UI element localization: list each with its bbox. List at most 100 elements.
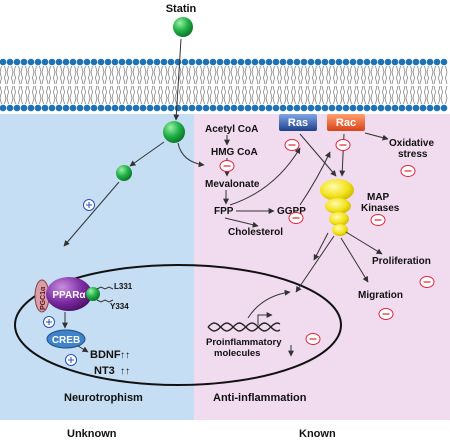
map-kinase-blob-2 <box>325 198 351 214</box>
lipid-head <box>349 58 357 66</box>
statin-ball-outside <box>173 17 193 37</box>
bdnf-label: BDNF <box>90 349 121 361</box>
lipid-head <box>363 104 371 112</box>
lipid-head <box>433 58 441 66</box>
lipid-head <box>377 58 385 66</box>
inhibition-signs <box>219 139 435 345</box>
ppar-alpha-label: PPARα <box>52 290 86 301</box>
statin-ball-inside <box>163 121 185 143</box>
ppar-alpha-shape <box>46 277 92 311</box>
lipid-head <box>104 104 112 112</box>
proinflammatory-label-2: molecules <box>214 348 260 359</box>
neurotrophism-label: Neurotrophism <box>64 392 143 404</box>
lipid-head <box>230 104 238 112</box>
known-panel <box>194 114 450 420</box>
hmg-coa-label: HMG CoA <box>211 147 258 158</box>
lipid-head <box>223 58 231 66</box>
fpp-label: FPP <box>214 206 234 217</box>
lipid-head <box>328 104 336 112</box>
lipid-head <box>251 104 259 112</box>
lipid-head <box>314 58 322 66</box>
lipid-head <box>370 58 378 66</box>
lipid-head <box>34 58 42 66</box>
lipid-head <box>363 58 371 66</box>
lipid-head <box>188 58 196 66</box>
lipid-head <box>342 58 350 66</box>
lipid-head <box>321 104 329 112</box>
lipid-head <box>76 58 84 66</box>
lipid-head <box>216 58 224 66</box>
lipid-head <box>132 104 140 112</box>
lipid-head <box>167 104 175 112</box>
lipid-head <box>335 104 343 112</box>
lipid-head <box>398 104 406 112</box>
lipid-head <box>6 58 14 66</box>
lipid-head <box>55 58 63 66</box>
lipid-head <box>139 58 147 66</box>
lipid-head <box>300 104 308 112</box>
mevalonate-label: Mevalonate <box>205 179 260 190</box>
statin-ball-small <box>116 165 132 181</box>
lipid-head <box>20 104 28 112</box>
lipid-head <box>62 58 70 66</box>
lipid-head <box>83 104 91 112</box>
proinflammatory-label-1: Proinflammatory <box>206 337 282 348</box>
bdnf-up-arrows: ↑↑ <box>120 350 130 361</box>
lipid-head <box>251 58 259 66</box>
lipid-head <box>314 104 322 112</box>
lipid-head <box>279 104 287 112</box>
l331-label: L331 <box>114 282 133 291</box>
lipid-head <box>433 104 441 112</box>
nt3-label: NT3 <box>94 365 115 377</box>
lipid-head <box>384 58 392 66</box>
ras-label: Ras <box>288 117 308 129</box>
map-kinase-blob-4 <box>332 224 348 236</box>
lipid-head <box>104 58 112 66</box>
lipid-head <box>293 104 301 112</box>
lipid-head <box>272 104 280 112</box>
migration-label: Migration <box>358 290 403 301</box>
ras-box <box>279 114 317 131</box>
acetyl-coa-label: Acetyl CoA <box>205 124 258 135</box>
proliferation-label: Proliferation <box>372 256 431 267</box>
lipid-head <box>13 58 21 66</box>
lipid-head <box>125 104 133 112</box>
kinases-label: Kinases <box>361 203 400 214</box>
lipid-head <box>216 104 224 112</box>
lipid-head <box>258 104 266 112</box>
lipid-head <box>139 104 147 112</box>
lipid-head <box>335 58 343 66</box>
lipid-head <box>6 104 14 112</box>
lipid-head <box>160 58 168 66</box>
lipid-head <box>153 104 161 112</box>
lipid-head <box>97 58 105 66</box>
lipid-head <box>405 58 413 66</box>
lipid-head <box>328 58 336 66</box>
lipid-head <box>426 104 434 112</box>
lipid-head <box>160 104 168 112</box>
lipid-head <box>90 58 98 66</box>
lipid-head <box>118 58 126 66</box>
lipid-head <box>41 104 49 112</box>
rac-box <box>327 114 365 131</box>
lipid-head <box>209 104 217 112</box>
lipid-head <box>34 104 42 112</box>
lipid-head <box>146 58 154 66</box>
lipid-head <box>237 58 245 66</box>
known-label: Known <box>299 428 336 440</box>
lipid-head <box>440 104 448 112</box>
y334-label: Y334 <box>110 302 129 311</box>
lipid-head <box>188 104 196 112</box>
lipid-head <box>125 58 133 66</box>
lipid-head <box>27 58 35 66</box>
lipid-head <box>69 104 77 112</box>
lipid-head <box>286 58 294 66</box>
lipid-head <box>132 58 140 66</box>
lipid-head <box>258 58 266 66</box>
lipid-head <box>419 58 427 66</box>
oxidative-stress-label-2: stress <box>398 149 428 160</box>
lipid-head <box>195 104 203 112</box>
lipid-head <box>349 104 357 112</box>
lipid-head <box>69 58 77 66</box>
